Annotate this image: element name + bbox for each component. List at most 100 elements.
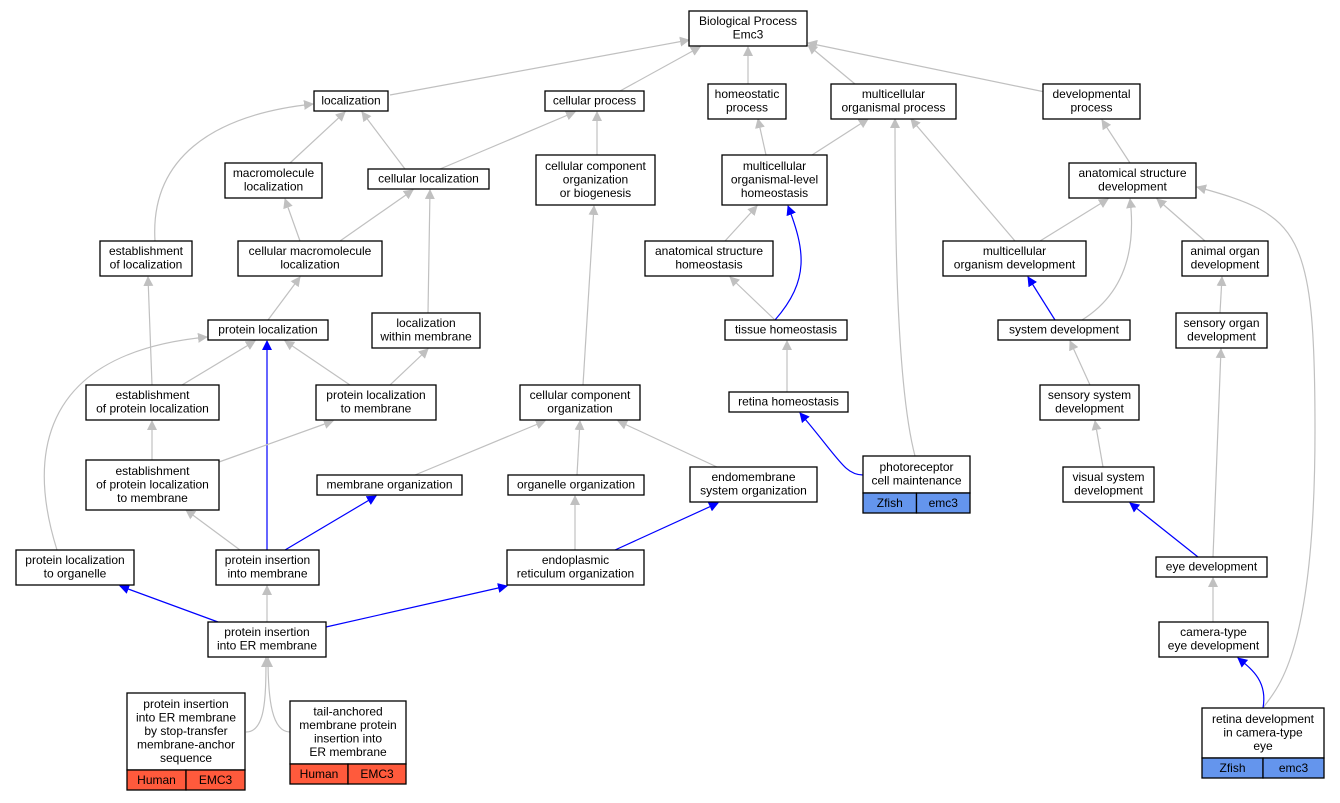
node-organelle-organization[interactable]: organelle organization	[507, 474, 645, 496]
node-label-line: eye development	[1166, 559, 1258, 573]
node-box	[507, 474, 645, 496]
node-label-line: of protein localization	[96, 477, 209, 491]
node-box	[207, 319, 329, 341]
edge-establishment_of_protein_localization_to_membrane-to-protein_localization_to_membrane	[218, 419, 334, 463]
node-membrane-organization[interactable]: membrane organization	[316, 474, 463, 496]
node-label-line: of protein localization	[96, 402, 209, 416]
gene-cell	[347, 763, 407, 785]
gene-cell	[1262, 757, 1325, 779]
node-label-line: Emc3	[733, 28, 764, 42]
node-box	[519, 384, 641, 421]
node-label-line: multicellular	[743, 159, 806, 173]
node-retina-homeostasis[interactable]: retina homeostasis	[728, 391, 849, 413]
node-cellular-process[interactable]: cellular process	[544, 90, 645, 112]
node-box	[535, 154, 656, 206]
node-label-line: cellular localization	[378, 171, 479, 185]
edge-path	[283, 198, 301, 242]
edge-path	[574, 420, 585, 476]
node-label-line: Biological Process	[699, 14, 797, 28]
edge-path	[724, 205, 758, 242]
node-localization[interactable]: localization	[313, 90, 389, 112]
node-system-development[interactable]: system development	[997, 319, 1131, 341]
edge-path	[1039, 198, 1109, 242]
edge-path	[1129, 502, 1199, 558]
edge-localization_within_membrane-to-cellular_localization	[424, 189, 435, 314]
node-label-line: into membrane	[227, 567, 307, 581]
edge-protein_insertion_into_membrane-to-membrane_organization	[284, 495, 377, 551]
species-label: Zfish	[1219, 761, 1245, 775]
node-label-line: in camera-type	[1223, 725, 1303, 739]
node-label-line: homeostatic	[715, 87, 780, 101]
node-box	[85, 384, 220, 421]
edge-path	[119, 584, 219, 623]
edge-path	[582, 205, 599, 386]
node-box	[689, 466, 818, 503]
edge-path	[143, 276, 154, 386]
node-box	[224, 162, 323, 199]
node-label-line: cellular process	[553, 93, 636, 107]
edge-path	[807, 39, 1046, 93]
node-label-line: organism development	[954, 258, 1076, 272]
edge-cellular_component_organization-to-cellular_component_org_or_biogenesis	[582, 205, 599, 386]
node-label-line: tissue homeostasis	[735, 322, 837, 336]
node-eye-development[interactable]: eye development	[1155, 556, 1268, 578]
edge-path	[185, 509, 241, 551]
node-label-line: animal organ	[1190, 244, 1259, 258]
edge-path	[614, 502, 719, 551]
node-box	[289, 700, 407, 765]
node-label-line: protein insertion	[224, 625, 309, 639]
node-box	[1068, 162, 1197, 199]
edge-eye_development-to-visual_system_development	[1129, 502, 1199, 558]
node-protein-localization[interactable]: protein localization	[207, 319, 329, 341]
node-cellular-localization[interactable]: cellular localization	[367, 168, 490, 190]
edge-organelle_organization-to-cellular_component_organization	[574, 420, 585, 476]
node-tissue-homeostasis[interactable]: tissue homeostasis	[724, 319, 848, 341]
node-label-line: sensory system	[1048, 388, 1131, 402]
edge-path	[811, 118, 869, 156]
node-label-line: protein localization	[218, 322, 317, 336]
node-label-line: eye development	[1168, 639, 1260, 653]
node-label-line: localization	[321, 93, 380, 107]
node-label-line: endoplasmic	[542, 553, 609, 567]
edge-path	[267, 276, 301, 321]
node-box	[1042, 83, 1141, 120]
edge-path	[1069, 340, 1091, 386]
edge-layer	[43, 36, 1316, 733]
node-label-line: organization	[547, 402, 612, 416]
node-box	[207, 621, 327, 658]
node-label-line: into ER membrane	[217, 639, 317, 653]
node-label-line: multicellular	[862, 87, 925, 101]
